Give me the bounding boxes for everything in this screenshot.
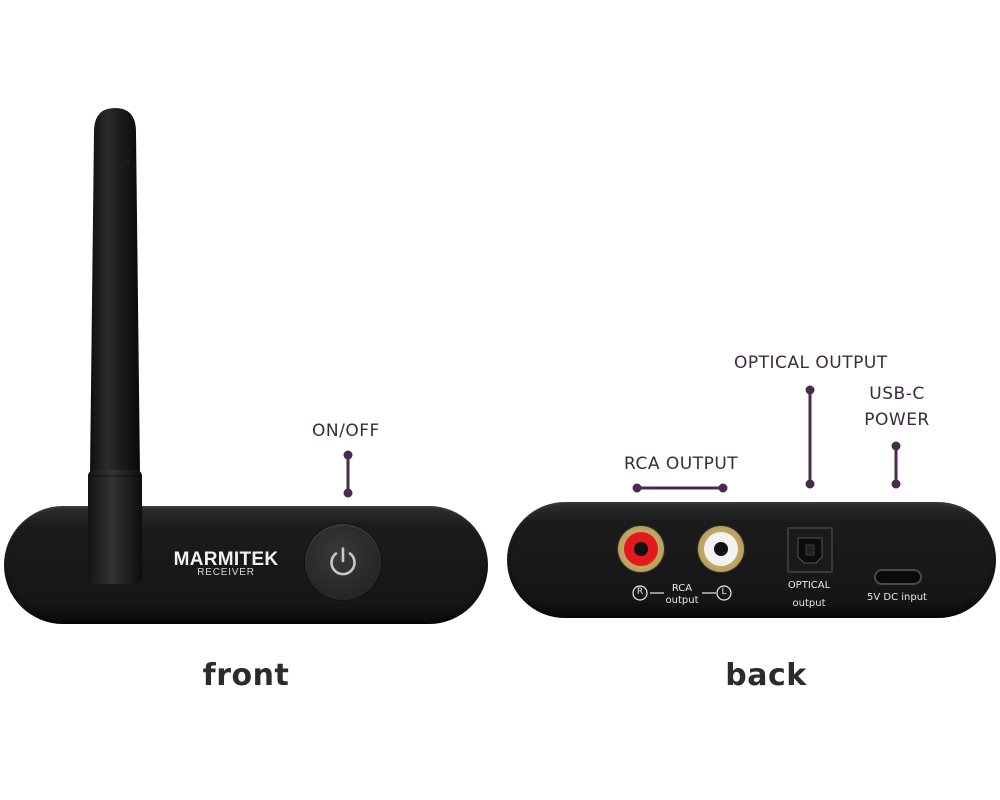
antenna bbox=[88, 108, 142, 584]
model-label: RECEIVER bbox=[197, 567, 255, 578]
usbc-label: 5V DC input bbox=[867, 592, 927, 603]
rca-left-jack[interactable] bbox=[698, 526, 744, 572]
rca-output-leader bbox=[632, 483, 728, 493]
on-off-label: ON/OFF bbox=[312, 421, 380, 441]
rca-left-pin bbox=[714, 542, 728, 556]
front-caption: front bbox=[202, 658, 290, 693]
front-device-body bbox=[4, 506, 488, 624]
rca-label-top: RCA bbox=[671, 583, 693, 594]
rca-right-pin bbox=[634, 542, 648, 556]
rca-right-jack[interactable] bbox=[618, 526, 664, 572]
rca-output-label: RCA OUTPUT bbox=[624, 454, 739, 474]
on-off-leader bbox=[343, 450, 353, 498]
optical-port-shape bbox=[797, 537, 823, 564]
usbc-power-leader bbox=[891, 441, 901, 489]
usbc-power-label: USB-C POWER bbox=[858, 381, 936, 433]
power-button[interactable] bbox=[305, 524, 381, 600]
rca-label-bottom: output bbox=[665, 595, 699, 606]
rca-r-marker: R bbox=[636, 587, 644, 597]
usbc-port[interactable] bbox=[874, 569, 922, 585]
optical-port[interactable] bbox=[787, 527, 833, 573]
optical-output-leader bbox=[805, 385, 815, 489]
rca-l-marker: L bbox=[721, 587, 727, 597]
back-caption: back bbox=[725, 658, 807, 693]
power-icon bbox=[330, 547, 356, 576]
optical-label-bottom: output bbox=[792, 598, 826, 609]
optical-label-top: OPTICAL bbox=[787, 580, 831, 591]
usbc-power-label-line1: USB-C bbox=[869, 384, 925, 404]
optical-output-label: OPTICAL OUTPUT bbox=[734, 353, 888, 373]
usbc-power-label-line2: POWER bbox=[864, 410, 930, 430]
rca-label-row bbox=[632, 585, 732, 601]
brand-logo: MARMITEK bbox=[173, 549, 279, 570]
back-device-body bbox=[507, 502, 996, 618]
